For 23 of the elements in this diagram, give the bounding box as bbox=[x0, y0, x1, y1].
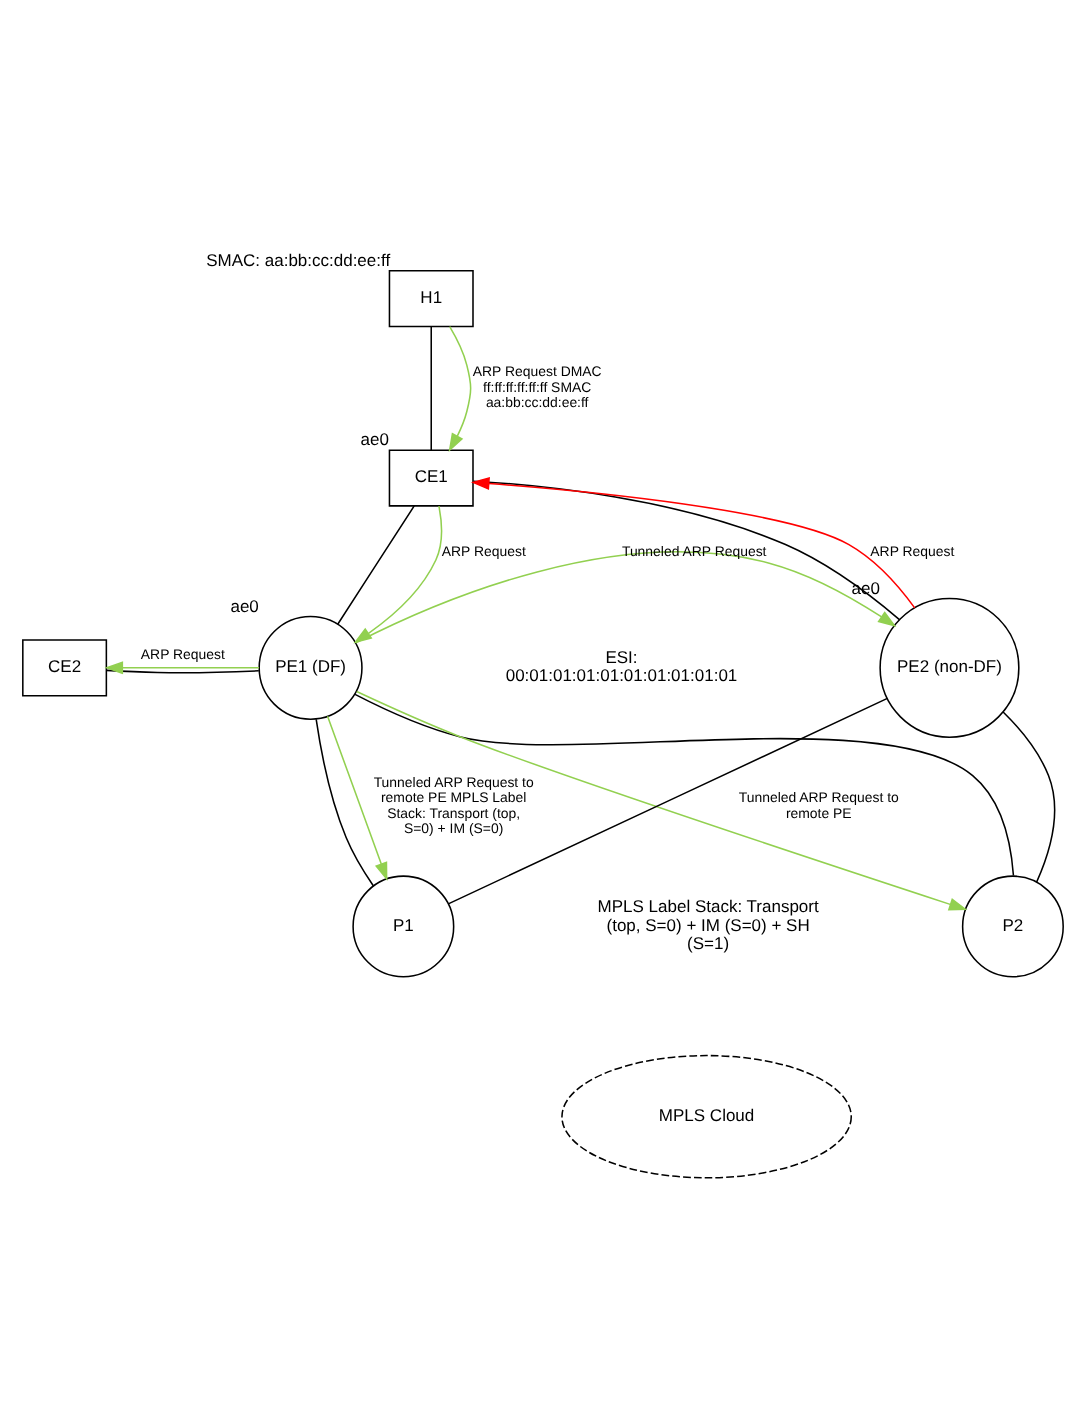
node-box: H1 bbox=[388, 268, 474, 327]
connector bbox=[315, 717, 375, 886]
node-circle: P1 bbox=[352, 874, 455, 977]
node-circle: PE1 (DF) bbox=[258, 614, 363, 719]
label: ESI: 00:01:01:01:01:01:01:01:01:01 bbox=[505, 645, 738, 685]
node-label: SMAC: aa:bb:cc:dd:ee:ff bbox=[206, 248, 391, 269]
arrow bbox=[355, 689, 968, 910]
connector bbox=[1002, 710, 1056, 882]
arrow bbox=[448, 324, 472, 451]
arrow bbox=[104, 660, 260, 674]
node-circle: P2 bbox=[961, 874, 1064, 977]
arrow bbox=[326, 714, 388, 880]
connector bbox=[430, 325, 432, 450]
node-box: CE2 bbox=[22, 638, 108, 696]
label: MPLS Label Stack: Transport (top, S=0) + IM (S=0) + SH (S=1) bbox=[597, 895, 819, 953]
node-label: ae0 bbox=[360, 428, 389, 449]
node-box: CE1 bbox=[388, 448, 474, 506]
node-label: ae0 bbox=[230, 594, 259, 615]
connector bbox=[336, 504, 415, 624]
connector bbox=[448, 696, 889, 904]
connector bbox=[354, 692, 1015, 876]
connector bbox=[105, 668, 260, 673]
node-ellipse: MPLS Cloud bbox=[561, 1053, 852, 1178]
